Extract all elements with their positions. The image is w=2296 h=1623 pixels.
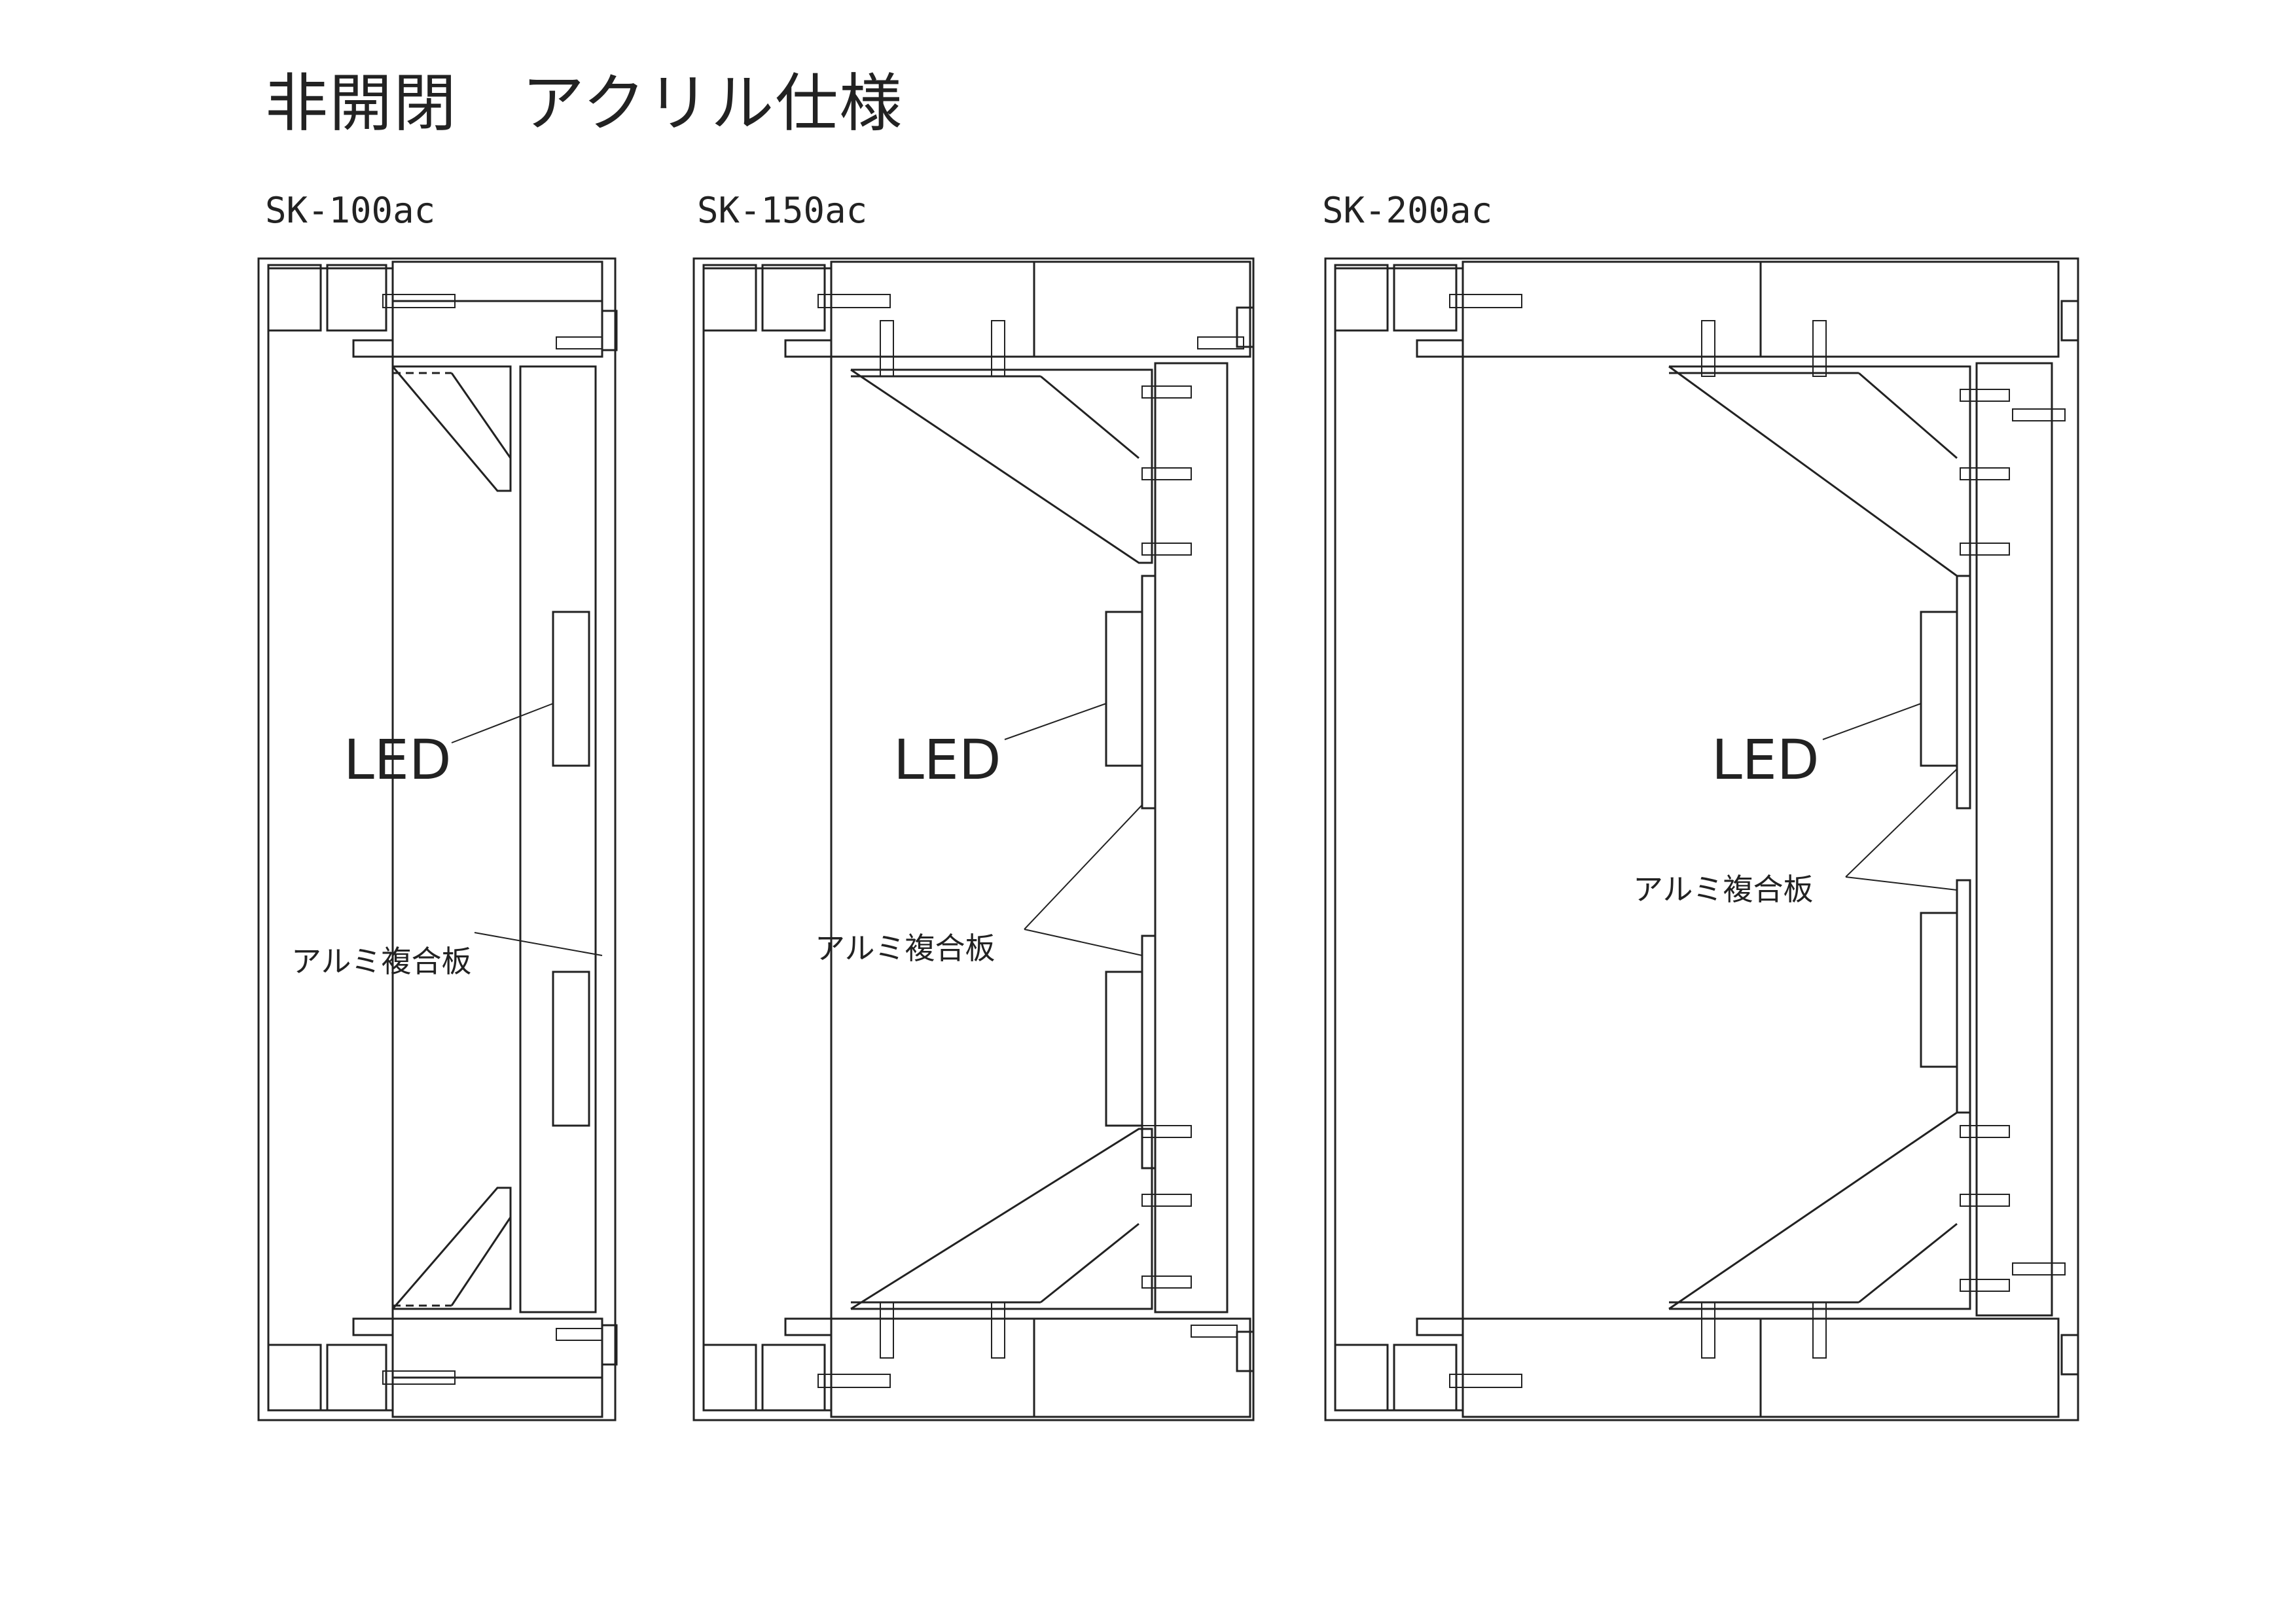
- bottom-extrusion: [702, 1317, 1255, 1418]
- acrylic-panel: [519, 365, 597, 1313]
- bracket-top: [391, 365, 512, 492]
- bracket-bottom: [850, 1128, 1153, 1310]
- left-channel: [1334, 267, 1464, 1412]
- bracket-top: [850, 368, 1153, 564]
- top-extrusion: [267, 260, 618, 358]
- panel-label: アルミ複合板: [815, 931, 996, 966]
- bracket-bottom: [391, 1186, 512, 1310]
- led-module-lower: [552, 971, 590, 1127]
- led-module-lower: [1920, 912, 1958, 1068]
- panel-label: アルミ複合板: [1633, 872, 1814, 907]
- led-label: LED: [893, 728, 1001, 792]
- aluminum-plate-lower: [1956, 879, 1971, 1114]
- led-leader: [451, 703, 554, 743]
- left-channel: [267, 267, 394, 1412]
- model-label-sk150: SK-150ac: [697, 190, 868, 231]
- screw-group: [817, 294, 1244, 1388]
- section-sk150: LED アルミ複合板: [692, 257, 1255, 1421]
- acrylic-panel: [1154, 362, 1229, 1313]
- screw-group: [1449, 294, 2066, 1388]
- left-channel: [702, 267, 833, 1412]
- section-sk100: LED アルミ複合板: [257, 257, 618, 1421]
- panel-leader: [474, 932, 603, 956]
- frame-outline: [1324, 257, 2079, 1421]
- top-extrusion: [702, 260, 1255, 358]
- panel-leader-upper: [1845, 768, 1958, 878]
- led-module-lower: [1105, 971, 1143, 1127]
- panel-leader-lower: [1845, 876, 1958, 891]
- bottom-extrusion: [267, 1317, 618, 1418]
- page-title: 非開閉 アクリル仕様: [265, 67, 904, 140]
- led-leader: [1004, 703, 1107, 740]
- led-module-upper: [552, 611, 590, 767]
- bracket-top: [1668, 365, 1971, 577]
- panel-label: アルミ複合板: [291, 944, 472, 979]
- aluminum-plate-lower: [1141, 935, 1157, 1169]
- frame-outline: [692, 257, 1255, 1421]
- aluminum-plate-upper: [1956, 575, 1971, 810]
- led-module-upper: [1105, 611, 1143, 767]
- panel-leader-upper: [1024, 804, 1143, 930]
- model-label-sk100: SK-100ac: [265, 190, 436, 231]
- bottom-extrusion: [1334, 1317, 2079, 1418]
- led-leader: [1822, 703, 1922, 740]
- section-sk200: LED アルミ複合板: [1324, 257, 2079, 1421]
- led-module-upper: [1920, 611, 1958, 767]
- bracket-bottom: [1668, 1111, 1971, 1310]
- frame-outline: [257, 257, 617, 1421]
- led-label: LED: [344, 728, 452, 792]
- panel-leader-lower: [1024, 929, 1143, 956]
- aluminum-plate-upper: [1141, 575, 1157, 810]
- top-extrusion: [1334, 260, 2079, 358]
- led-label: LED: [1712, 728, 1820, 792]
- screw-group: [382, 294, 603, 1385]
- acrylic-panel: [1975, 362, 2053, 1317]
- model-label-sk200: SK-200ac: [1322, 190, 1493, 231]
